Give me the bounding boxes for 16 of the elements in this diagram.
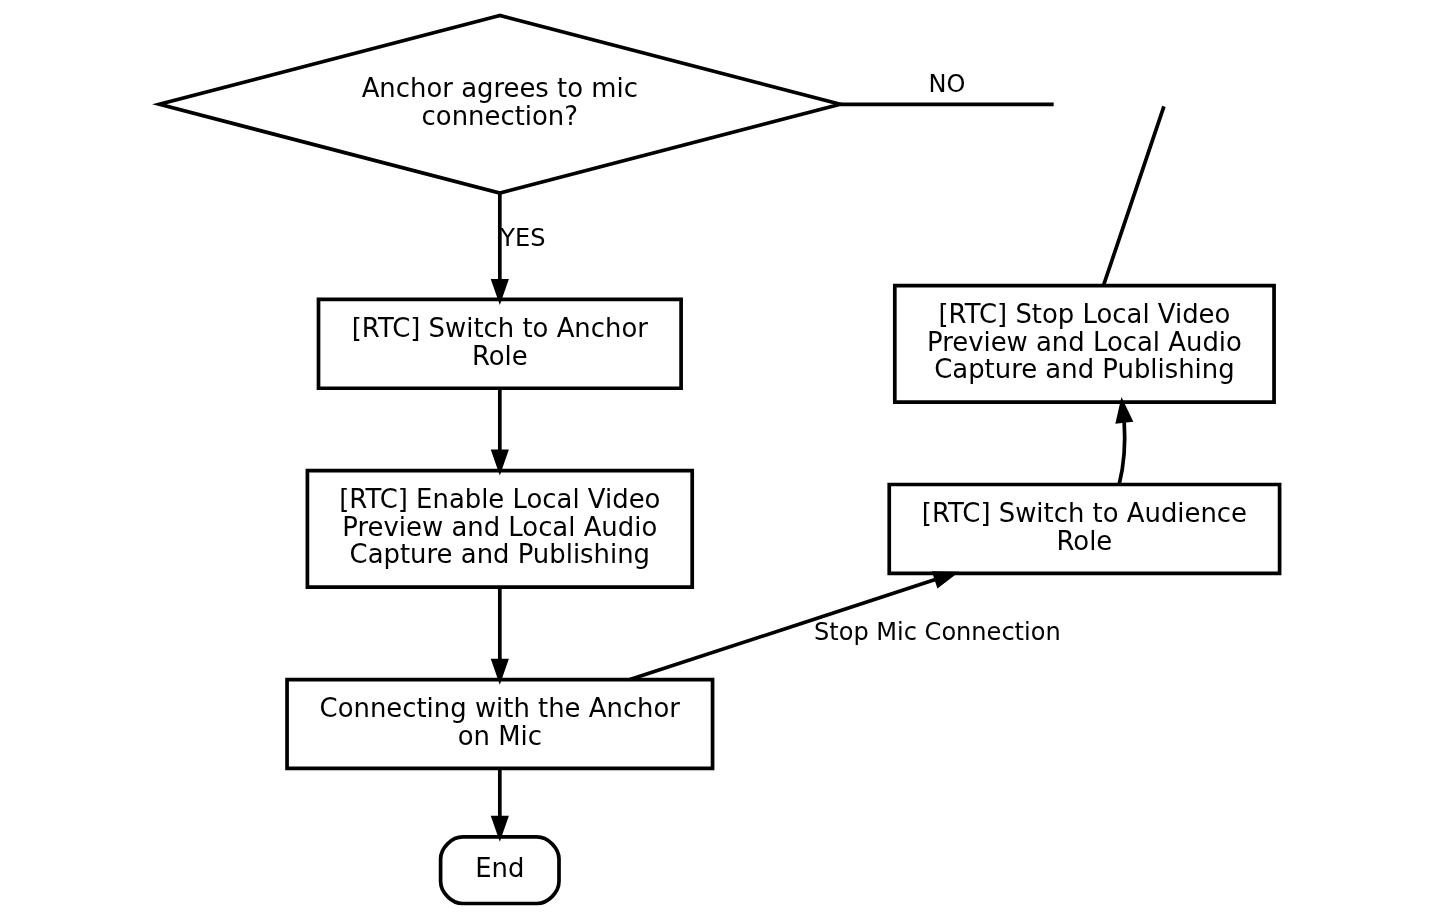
node-box: [RTC] Switch to Anchor Role [316, 297, 683, 391]
arrow [629, 571, 960, 682]
connector [840, 102, 1054, 107]
edge-label: NO [928, 70, 966, 99]
connector [1101, 105, 1166, 286]
arrow [490, 768, 509, 842]
arrow [490, 193, 509, 306]
arrow [1115, 397, 1134, 485]
node-box: End [438, 835, 561, 906]
node-box: [RTC] Switch to Audience Role [887, 482, 1282, 576]
edge-label: Stop Mic Connection [814, 617, 1061, 646]
arrow [490, 587, 509, 685]
node-box: [RTC] Enable Local Video Preview and Local Audio Capture and Publishing [305, 468, 695, 589]
node-box: Connecting with the Anchor on Mic [285, 677, 715, 771]
arrow [490, 388, 509, 476]
node-box: [RTC] Stop Local Video Preview and Local Audio Capture and Publishing [892, 283, 1276, 404]
